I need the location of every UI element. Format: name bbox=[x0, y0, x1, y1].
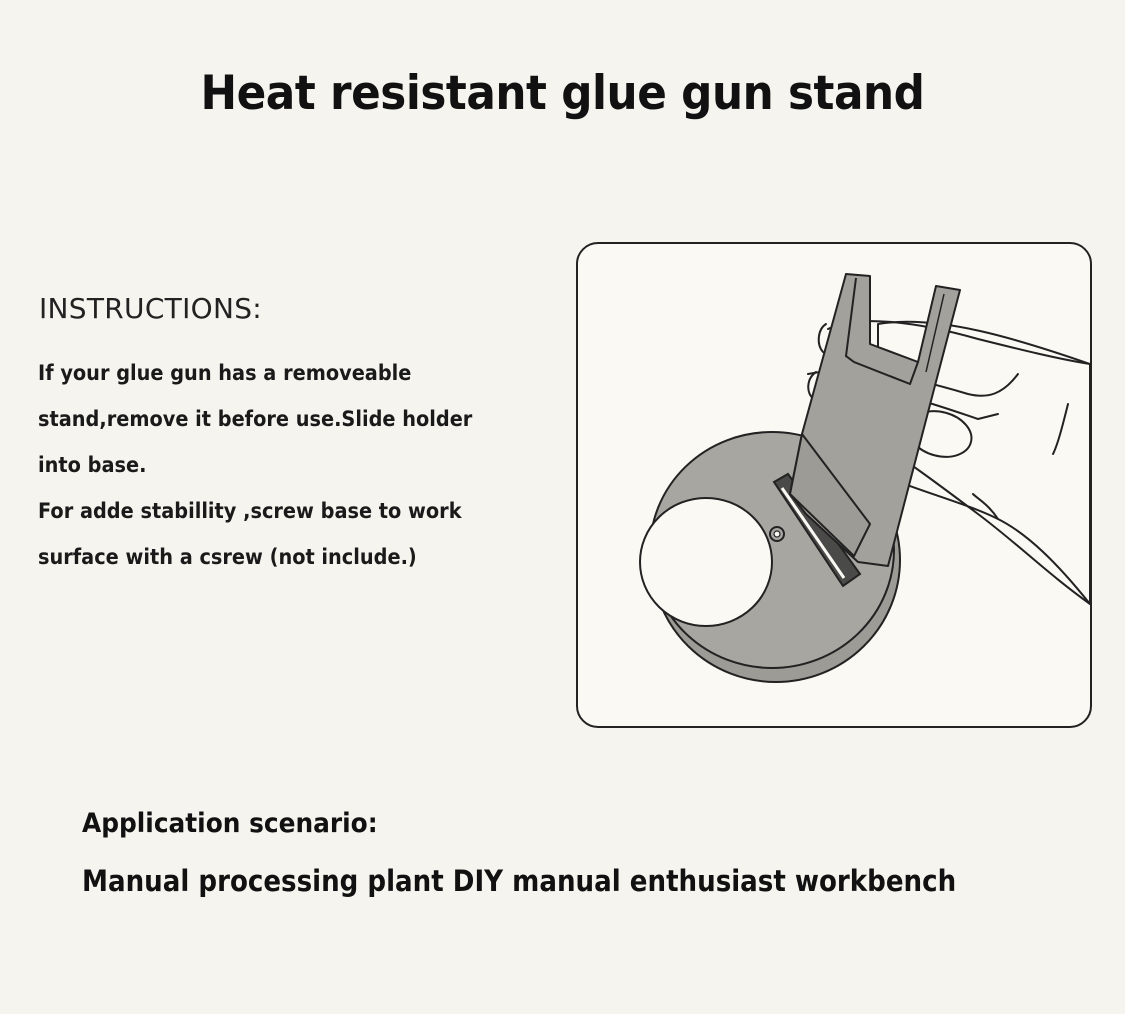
instruction-paragraph-2: For adde stabillity ,screw base to work … bbox=[38, 499, 462, 569]
application-text: Manual processing plant DIY manual enthu… bbox=[82, 864, 957, 898]
instruction-paragraph-1: If your glue gun has a removeable stand,… bbox=[38, 361, 473, 477]
glue-gun-stand-illustration bbox=[576, 242, 1092, 728]
application-heading: Application scenario: bbox=[82, 808, 378, 839]
hand-holding-stand-icon bbox=[639, 273, 1090, 683]
instructions-body: If your glue gun has a removeable stand,… bbox=[38, 350, 516, 580]
page-title: Heat resistant glue gun stand bbox=[200, 66, 925, 121]
instructions-heading: INSTRUCTIONS: bbox=[39, 292, 263, 325]
